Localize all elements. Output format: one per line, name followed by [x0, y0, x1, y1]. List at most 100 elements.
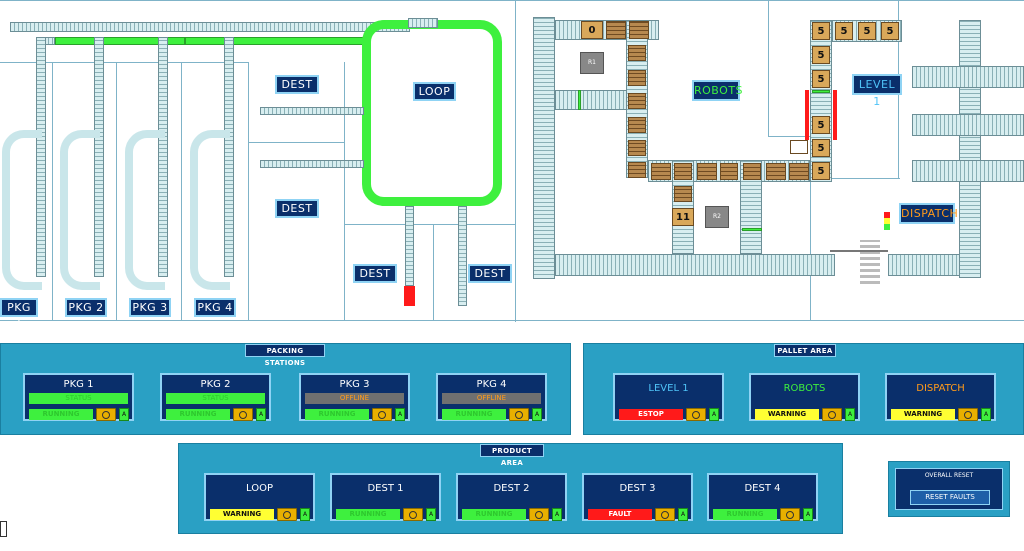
status-indicator: RUNNING — [462, 509, 526, 520]
card-dest2[interactable]: DEST 2 RUNNING A — [456, 473, 567, 521]
acknowledge-button[interactable] — [822, 408, 842, 421]
card-title: DEST 3 — [619, 483, 656, 494]
reset-button[interactable]: A — [532, 408, 542, 421]
card-title: PKG 4 — [476, 379, 507, 390]
reset-button[interactable]: A — [709, 408, 719, 421]
reset-button[interactable]: A — [300, 508, 310, 521]
reset-button[interactable]: A — [678, 508, 688, 521]
status-indicator: WARNING — [891, 409, 955, 420]
zone-label-dest1[interactable]: DEST 1 — [275, 75, 319, 106]
pallet-counter-left-row: 11 — [672, 208, 694, 226]
status-bar: OFFLINE — [305, 393, 404, 404]
overall-reset-panel: OVERALL RESET RESET FAULTS — [888, 461, 1010, 517]
robot-r1[interactable]: R1 — [580, 52, 604, 74]
status-indicator: RUNNING — [442, 409, 506, 420]
card-pkg2[interactable]: PKG 2 STATUS RUNNING A — [160, 373, 271, 421]
zone-label-pkg2[interactable]: PKG 2 — [65, 298, 107, 317]
status-indicator: RUNNING — [305, 409, 369, 420]
card-title: LOOP — [246, 483, 273, 494]
card-title: DISPATCH — [916, 383, 965, 394]
status-indicator: WARNING — [210, 509, 274, 520]
floor-layout: DEST 1 DEST 2 LOOP DEST 3 DEST 4 PKG 1 P… — [0, 0, 1024, 322]
status-bar: OFFLINE — [442, 393, 541, 404]
zone-label-pkg1[interactable]: PKG 1 — [0, 298, 38, 329]
status-indicator: RUNNING — [166, 409, 230, 420]
acknowledge-button[interactable] — [686, 408, 706, 421]
overall-reset-title: OVERALL RESET — [924, 472, 974, 479]
zone-label-pkg4[interactable]: PKG 4 — [194, 298, 236, 317]
acknowledge-button[interactable] — [96, 408, 116, 421]
card-pkg3[interactable]: PKG 3 OFFLINE RUNNING A — [299, 373, 410, 421]
zone-label-pkg3[interactable]: PKG 3 — [129, 298, 171, 317]
card-title: PKG 1 — [63, 379, 94, 390]
menu-icon[interactable] — [0, 521, 7, 537]
card-loop[interactable]: LOOP WARNING A — [204, 473, 315, 521]
pallet-counter-top-left: 0 — [581, 21, 603, 39]
card-pkg4[interactable]: PKG 4 OFFLINE RUNNING A — [436, 373, 547, 421]
card-dest4[interactable]: DEST 4 RUNNING A — [707, 473, 818, 521]
status-bar: STATUS — [166, 393, 265, 404]
robot-r2[interactable]: R2 — [705, 206, 729, 228]
status-indicator: WARNING — [755, 409, 819, 420]
zone-label-dest4[interactable]: DEST 4 — [468, 264, 512, 295]
level-counter-7: 5 — [812, 116, 830, 134]
reset-button[interactable]: A — [803, 508, 813, 521]
reset-button[interactable]: A — [256, 408, 266, 421]
acknowledge-button[interactable] — [655, 508, 675, 521]
card-title: PKG 2 — [200, 379, 231, 390]
card-pkg1[interactable]: PKG 1 STATUS RUNNING A — [23, 373, 134, 421]
level-counter-5: 5 — [812, 46, 830, 64]
reset-button[interactable]: A — [552, 508, 562, 521]
level-counter-6: 5 — [812, 70, 830, 88]
zone-label-robots[interactable]: ROBOTS — [692, 80, 743, 101]
overall-reset-inner: OVERALL RESET RESET FAULTS — [895, 468, 1003, 510]
card-title: ROBOTS — [783, 383, 826, 394]
level-counter-2: 5 — [835, 22, 853, 40]
acknowledge-button[interactable] — [403, 508, 423, 521]
card-level1[interactable]: LEVEL 1 ESTOP A — [613, 373, 724, 421]
status-bar: STATUS — [29, 393, 128, 404]
status-indicator: FAULT — [588, 509, 652, 520]
reset-button[interactable]: A — [981, 408, 991, 421]
level-counter-8: 5 — [812, 139, 830, 157]
reset-button[interactable]: A — [845, 408, 855, 421]
reset-button[interactable]: A — [395, 408, 405, 421]
card-dest3[interactable]: DEST 3 FAULT A — [582, 473, 693, 521]
packing-stations-panel: PACKING STATIONS PKG 1 STATUS RUNNING A … — [0, 343, 571, 435]
reset-button[interactable]: A — [426, 508, 436, 521]
card-title: DEST 4 — [744, 483, 781, 494]
acknowledge-button[interactable] — [372, 408, 392, 421]
status-indicator: RUNNING — [336, 509, 400, 520]
product-area-panel: PRODUCT AREA LOOP WARNING A DEST 1 RUNNI… — [178, 443, 843, 534]
acknowledge-button[interactable] — [509, 408, 529, 421]
card-title: DEST 1 — [367, 483, 404, 494]
reset-faults-button[interactable]: RESET FAULTS — [910, 490, 990, 505]
card-dispatch[interactable]: DISPATCH WARNING A — [885, 373, 996, 421]
acknowledge-button[interactable] — [233, 408, 253, 421]
pallet-area-title: PALLET AREA — [774, 344, 836, 357]
zone-label-dest3[interactable]: DEST 3 — [353, 264, 397, 295]
card-title: LEVEL 1 — [648, 383, 689, 394]
zone-label-dest2[interactable]: DEST 2 — [275, 199, 319, 230]
acknowledge-button[interactable] — [277, 508, 297, 521]
card-title: DEST 2 — [493, 483, 530, 494]
card-title: PKG 3 — [339, 379, 370, 390]
status-indicator: ESTOP — [619, 409, 683, 420]
acknowledge-button[interactable] — [780, 508, 800, 521]
level-counter-3: 5 — [858, 22, 876, 40]
status-indicator: RUNNING — [713, 509, 777, 520]
zone-label-dispatch[interactable]: DISPATCH — [899, 203, 958, 224]
zone-label-loop[interactable]: LOOP — [413, 82, 456, 101]
zone-label-level1[interactable]: LEVEL 1 — [852, 74, 902, 108]
packing-stations-title: PACKING STATIONS — [245, 344, 325, 367]
product-area-title: PRODUCT AREA — [480, 444, 544, 467]
card-robots[interactable]: ROBOTS WARNING A — [749, 373, 860, 421]
reset-button[interactable]: A — [119, 408, 129, 421]
acknowledge-button[interactable] — [529, 508, 549, 521]
status-indicator: RUNNING — [29, 409, 93, 420]
pallet-area-panel: PALLET AREA LEVEL 1 ESTOP A ROBOTS WARNI… — [583, 343, 1024, 435]
acknowledge-button[interactable] — [958, 408, 978, 421]
level-counter-1: 5 — [812, 22, 830, 40]
card-dest1[interactable]: DEST 1 RUNNING A — [330, 473, 441, 521]
level-counter-4: 5 — [881, 22, 899, 40]
